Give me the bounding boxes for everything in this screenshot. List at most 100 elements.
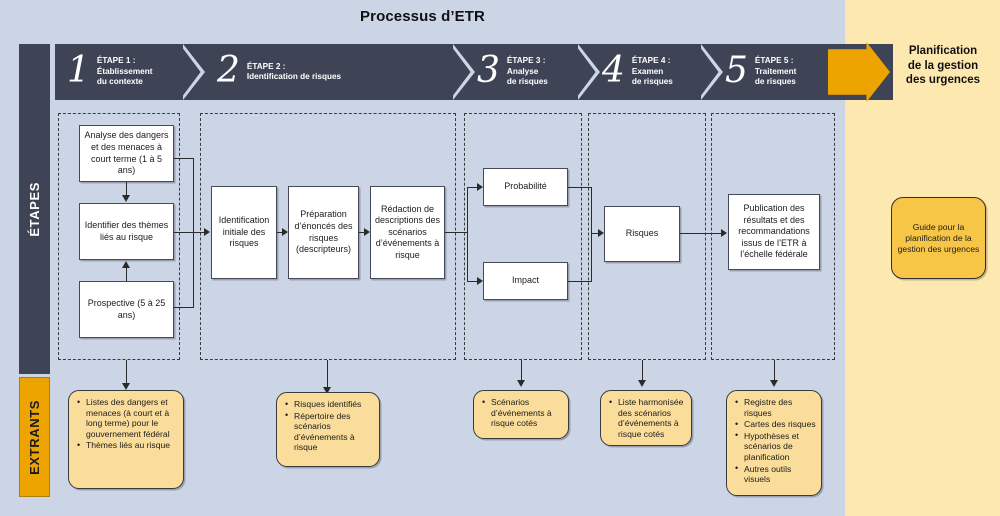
step-4-text: ÉTAPE 4 : Examen de risques xyxy=(632,56,673,87)
connector-down-4 xyxy=(642,360,644,382)
arrow-down-icon-5 xyxy=(638,380,646,387)
box-risques[interactable]: Risques xyxy=(604,206,680,262)
step-5-label-line-2: de risques xyxy=(754,77,796,87)
step-2-kicker: ÉTAPE 2 : xyxy=(246,61,286,71)
step-1-text: ÉTAPE 1 : Établissement du contexte xyxy=(97,56,153,87)
group-step-3 xyxy=(464,113,582,360)
arrow-right-icon-2 xyxy=(282,228,288,236)
arrow-down-icon-4 xyxy=(517,380,525,387)
right-panel-title-line-3: des urgences xyxy=(905,74,981,86)
step-3-text: ÉTAPE 3 : Analyse de risques xyxy=(507,56,548,87)
step-5-kicker: ÉTAPE 5 : xyxy=(754,56,794,66)
arrow-right-icon-4 xyxy=(477,183,483,191)
arrow-down-icon-2 xyxy=(122,383,130,390)
right-panel-title-line-1: Planification xyxy=(908,45,978,57)
connector-identifier-to-identification xyxy=(174,232,205,234)
connector-merge-bus xyxy=(591,187,593,282)
list-item: Autres outils visuels xyxy=(735,463,816,485)
output-box-3[interactable]: Scénarios d’événements à risque cotés xyxy=(473,390,569,439)
connector-risques-to-publication xyxy=(680,233,722,235)
box-preparation-enonces[interactable]: Préparation d’énoncés des risques (descr… xyxy=(288,186,359,279)
box-identifier-themes[interactable]: Identifier des thèmes liés au risque xyxy=(79,203,174,260)
arrow-right-icon-7 xyxy=(721,229,727,237)
step-4-label-line-2: de risques xyxy=(631,77,673,87)
output-box-4[interactable]: Liste harmonisée des scénarios d’événeme… xyxy=(600,390,692,446)
arrow-up-icon-1 xyxy=(122,261,130,268)
connector-analyse-right xyxy=(174,158,194,160)
list-item: Listes des dangers et menaces (à court e… xyxy=(77,396,178,439)
box-redaction-descriptions[interactable]: Rédaction de descriptions des scénarios … xyxy=(370,186,445,279)
guide-box[interactable]: Guide pour la planification de la gestio… xyxy=(891,197,986,279)
arrow-down-icon-3 xyxy=(323,387,331,394)
list-item: Cartes des risques xyxy=(735,419,816,430)
connector-prospective-to-identifier xyxy=(126,267,128,281)
connector-analyse-to-identifier xyxy=(126,182,128,196)
output-list-5: Registre des risques Cartes des risques … xyxy=(731,396,816,485)
arrow-right-icon-6 xyxy=(598,229,604,237)
right-panel-title-line-2: de la gestion xyxy=(907,59,979,72)
box-probabilite[interactable]: Probabilité xyxy=(483,168,568,206)
box-analyse-dangers[interactable]: Analyse des dangers et des menaces à cou… xyxy=(79,125,174,182)
step-4-chevron[interactable]: 4 ÉTAPE 4 : Examen de risques xyxy=(590,44,713,100)
connector-preparation-to-redaction xyxy=(359,232,365,234)
step-2-chevron[interactable]: 2 ÉTAPE 2 : Identification de risques xyxy=(195,44,465,100)
connector-down-2 xyxy=(327,360,329,389)
connector-down-3 xyxy=(521,360,523,382)
step-3-label-line-1: Analyse xyxy=(506,66,539,76)
box-publication[interactable]: Publication des résultats et des recomma… xyxy=(728,194,820,270)
arrow-right-icon-1 xyxy=(204,228,210,236)
step-2-label-line-1: Identification de risques xyxy=(246,72,342,81)
group-step-2 xyxy=(200,113,456,360)
step-5-label-line-1: Traitement xyxy=(754,66,797,76)
step-3-kicker: ÉTAPE 3 : xyxy=(506,56,546,66)
connector-probabilite-right xyxy=(568,187,592,189)
connector-to-impact xyxy=(467,281,478,283)
list-item: Hypothèses et scénarios de planification xyxy=(735,430,816,463)
step-1-label-line-2: du contexte xyxy=(96,77,143,87)
connector-redaction-right xyxy=(445,232,468,234)
list-item: Liste harmonisée des scénarios d’événeme… xyxy=(609,396,686,439)
list-item: Risques identifiés xyxy=(285,399,374,410)
step-2-number: 2 xyxy=(217,50,240,91)
etapes-label: ÉTAPES xyxy=(27,181,42,237)
step-3-label-line-2: de risques xyxy=(506,77,548,87)
connector-impact-right xyxy=(568,281,592,283)
page-title: Processus d’ETR xyxy=(360,8,485,25)
extrants-label: EXTRANTS xyxy=(27,399,42,475)
connector-down-1 xyxy=(126,360,128,385)
arrow-right-icon-5 xyxy=(477,277,483,285)
step-3-chevron[interactable]: 3 ÉTAPE 3 : Analyse de risques xyxy=(465,44,590,100)
step-3-number: 3 xyxy=(477,50,500,91)
output-box-2[interactable]: Risques identifiés Répertoire des scénar… xyxy=(276,392,380,467)
step-banner: 1 ÉTAPE 1 : Établissement du contexte 2 … xyxy=(55,44,893,100)
list-item: Registre des risques xyxy=(735,396,816,418)
output-list-2: Risques identifiés Répertoire des scénar… xyxy=(281,399,374,453)
arrow-down-icon-6 xyxy=(770,380,778,387)
group-step-4 xyxy=(588,113,706,360)
box-prospective[interactable]: Prospective (5 à 25 ans) xyxy=(79,281,174,338)
group-step-5 xyxy=(711,113,835,360)
step-5-number: 5 xyxy=(725,50,748,91)
step-1-chevron[interactable]: 1 ÉTAPE 1 : Établissement du contexte xyxy=(55,44,195,100)
connector-down-5 xyxy=(774,360,776,382)
box-impact[interactable]: Impact xyxy=(483,262,568,300)
box-identification-initiale[interactable]: Identification initiale des risques xyxy=(211,186,277,279)
step-1-kicker: ÉTAPE 1 : xyxy=(96,56,136,66)
output-box-1[interactable]: Listes des dangers et menaces (à court e… xyxy=(68,390,184,489)
sidebar-label-extrants: EXTRANTS xyxy=(19,377,50,497)
output-box-5[interactable]: Registre des risques Cartes des risques … xyxy=(726,390,822,496)
step-5-text: ÉTAPE 5 : Traitement de risques xyxy=(755,56,796,87)
step-1-label-line-1: Établissement xyxy=(96,66,153,76)
step-4-number: 4 xyxy=(602,50,625,91)
list-item: Répertoire des scénarios d’événements à … xyxy=(285,410,374,453)
connector-identification-to-preparation xyxy=(277,232,283,234)
connector-prospective-right xyxy=(174,307,194,309)
list-item: Scénarios d’événements à risque cotés xyxy=(482,397,563,429)
sidebar-label-etapes: ÉTAPES xyxy=(19,44,50,374)
step-4-kicker: ÉTAPE 4 : xyxy=(631,56,671,66)
right-panel-title: Planification de la gestion des urgences xyxy=(888,44,998,88)
connector-merge-to-risques xyxy=(591,233,599,235)
step-2-text: ÉTAPE 2 : Identification de risques xyxy=(247,62,341,83)
output-list-1: Listes des dangers et menaces (à court e… xyxy=(73,396,178,451)
